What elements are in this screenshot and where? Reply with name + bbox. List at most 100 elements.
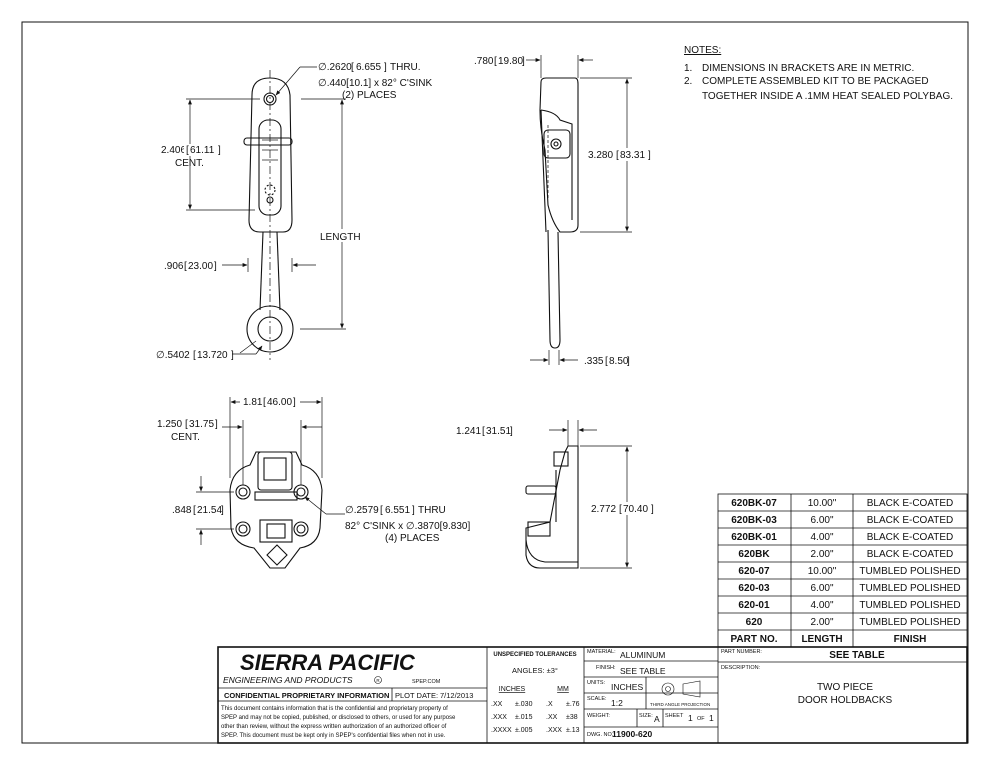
plot-date-label: PLOT DATE: bbox=[395, 691, 438, 700]
note-1-num: 1. bbox=[684, 63, 692, 74]
part-number-value: SEE TABLE bbox=[829, 650, 885, 661]
keeper-hole-1-mm: 6.551 bbox=[385, 505, 410, 516]
table-row-1-length: 10.00" bbox=[808, 498, 837, 509]
dim-side-thk-mm: 8.50 bbox=[609, 356, 629, 367]
note-2-text: COMPLETE ASSEMBLED KIT TO BE PACKAGED bbox=[702, 76, 929, 87]
svg-text:[: [ bbox=[193, 350, 196, 361]
table-header-length: LENGTH bbox=[801, 634, 842, 645]
table-row-5-finish: TUMBLED POLISHED bbox=[859, 566, 960, 577]
keeper-front-view bbox=[229, 451, 323, 569]
dim-cent-in: 2.406 bbox=[161, 145, 186, 156]
notes: NOTES: 1. DIMENSIONS IN BRACKETS ARE IN … bbox=[684, 45, 953, 102]
tol-row-3-in-prec: .XXXX bbox=[491, 727, 512, 734]
table-row-5-part: 620-07 bbox=[738, 566, 770, 577]
arm-front-view bbox=[243, 70, 294, 360]
dim-keeper-cent-mm: 31.75 bbox=[189, 419, 214, 430]
sheet-label: SHEET bbox=[665, 713, 684, 719]
disclaimer-line-4: SPEP. This document must be kept only in… bbox=[221, 733, 446, 739]
note-1-text: DIMENSIONS IN BRACKETS ARE IN METRIC. bbox=[702, 63, 914, 74]
svg-text:]: ] bbox=[648, 150, 651, 161]
svg-text:[: [ bbox=[185, 419, 188, 430]
svg-text:]: ] bbox=[221, 505, 224, 516]
svg-text:[: [ bbox=[380, 505, 383, 516]
dim-side-height-mm: 83.31 bbox=[620, 150, 645, 161]
table-row-2-part: 620BK-03 bbox=[731, 515, 777, 526]
note-2b-text: TOGETHER INSIDE A .1MM HEAT SEALED POLYB… bbox=[702, 91, 953, 102]
dim-keeper-vert-in: .848 bbox=[172, 505, 192, 516]
table-row-4-part: 620BK bbox=[738, 549, 770, 560]
table-row-7-finish: TUMBLED POLISHED bbox=[859, 600, 960, 611]
table-row-6-part: 620-03 bbox=[738, 583, 770, 594]
part-number-label: PART NUMBER: bbox=[721, 649, 762, 655]
hole-callout-1-thru: THRU. bbox=[390, 62, 421, 73]
registered-mark bbox=[374, 676, 382, 684]
sheet-total: 1 bbox=[709, 713, 714, 723]
svg-text:[: [ bbox=[263, 397, 266, 408]
tol-row-3-in-val: ±.005 bbox=[515, 727, 533, 734]
dwg-no-label: DWG. NO.: bbox=[587, 732, 615, 738]
tolerances-angles: ANGLES: ±3° bbox=[512, 666, 558, 675]
svg-text:[: [ bbox=[193, 505, 196, 516]
dim-keeper-side-height-mm: 70.40 bbox=[623, 504, 648, 515]
svg-text:]: ] bbox=[412, 505, 415, 516]
dim-keeper-cent-in: 1.250 bbox=[157, 419, 182, 430]
tol-row-3-mm-prec: .XXX bbox=[546, 727, 562, 734]
note-2-num: 2. bbox=[684, 76, 692, 87]
title-block: SIERRA PACIFIC ENGINEERING AND PRODUCTS … bbox=[217, 646, 968, 744]
confidential-heading: CONFIDENTIAL PROPRIETARY INFORMATION bbox=[224, 691, 389, 700]
tol-row-2-mm-prec: .XX bbox=[546, 714, 558, 721]
keeper-front-dimensions: 1.81 [ 46.00 ] 1.250 [ 31.75 ] CENT. .84… bbox=[157, 395, 470, 545]
sheet-of-label: OF bbox=[697, 716, 705, 722]
svg-text:]: ] bbox=[627, 356, 630, 367]
table-row-6-finish: TUMBLED POLISHED bbox=[859, 583, 960, 594]
third-angle-projection-icon bbox=[661, 680, 701, 698]
svg-text:]: ] bbox=[218, 145, 221, 156]
tolerances-title: UNSPECIFIED TOLERANCES bbox=[493, 652, 576, 658]
dim-keeper-side-top-mm: 31.51 bbox=[486, 426, 511, 437]
hole-callout-2: ∅.440[10.1] x 82° C'SINK bbox=[318, 78, 432, 89]
arm-side-view bbox=[539, 77, 579, 349]
tol-row-2-in-prec: .XXX bbox=[491, 714, 507, 721]
svg-text:]: ] bbox=[510, 426, 513, 437]
hole-callout-3: (2) PLACES bbox=[342, 90, 397, 101]
description-line-1: TWO PIECE bbox=[817, 682, 873, 693]
company-website: SPEP.COM bbox=[412, 679, 441, 685]
table-row-8-finish: TUMBLED POLISHED bbox=[859, 617, 960, 628]
table-row-6-length: 6.00" bbox=[810, 583, 833, 594]
svg-text:[: [ bbox=[619, 504, 622, 515]
keeper-hole-2: 82° C'SINK x ∅.3870[9.830] bbox=[345, 521, 470, 532]
svg-text:[: [ bbox=[351, 62, 354, 73]
table-row-2-finish: BLACK E-COATED bbox=[867, 515, 954, 526]
tol-row-1-in-val: ±.030 bbox=[515, 701, 533, 708]
table-row-3-length: 4.00" bbox=[810, 532, 833, 543]
dim-keeper-width-mm: 46.00 bbox=[267, 397, 292, 408]
tol-row-1-mm-prec: .X bbox=[546, 701, 553, 708]
finish-value: SEE TABLE bbox=[620, 666, 666, 676]
tol-row-2-mm-val: ±38 bbox=[566, 714, 578, 721]
table-row-8-length: 2.00" bbox=[810, 617, 833, 628]
dim-length: LENGTH bbox=[320, 232, 361, 243]
units-value: INCHES bbox=[611, 682, 643, 692]
hole-callout-1: ∅.2620 bbox=[318, 62, 352, 73]
disclaimer-line-2: SPEP and may not be copied, published, o… bbox=[221, 715, 456, 721]
units-label: UNITS: bbox=[587, 680, 606, 686]
weight-label: WEIGHT: bbox=[587, 713, 610, 719]
keeper-hole-1: ∅.2579 bbox=[345, 505, 379, 516]
svg-text:[: [ bbox=[605, 356, 608, 367]
finish-label: FINISH: bbox=[596, 665, 616, 671]
disclaimer-line-3: other than review, without the express w… bbox=[221, 724, 447, 730]
disclaimer-line-1: This document contains information that … bbox=[221, 706, 448, 712]
svg-text:[: [ bbox=[482, 426, 485, 437]
arm-front-dimensions: 2.406 [ 61.11 ] CENT. LENGTH .906 [ 23.0… bbox=[156, 62, 432, 361]
table-row-4-length: 2.00" bbox=[810, 549, 833, 560]
company-name: SIERRA PACIFIC bbox=[240, 650, 416, 675]
dim-side-thk-in: .335 bbox=[584, 356, 604, 367]
dim-side-top-mm: 19.80 bbox=[498, 56, 523, 67]
dim-keeper-width-in: 1.81 bbox=[243, 397, 263, 408]
company-sub: ENGINEERING AND PRODUCTS bbox=[223, 675, 353, 685]
dim-cent-label: CENT. bbox=[175, 158, 204, 169]
tol-row-3-mm-val: ±.13 bbox=[566, 727, 580, 734]
svg-text:]: ] bbox=[651, 504, 654, 515]
table-row-5-length: 10.00" bbox=[808, 566, 837, 577]
